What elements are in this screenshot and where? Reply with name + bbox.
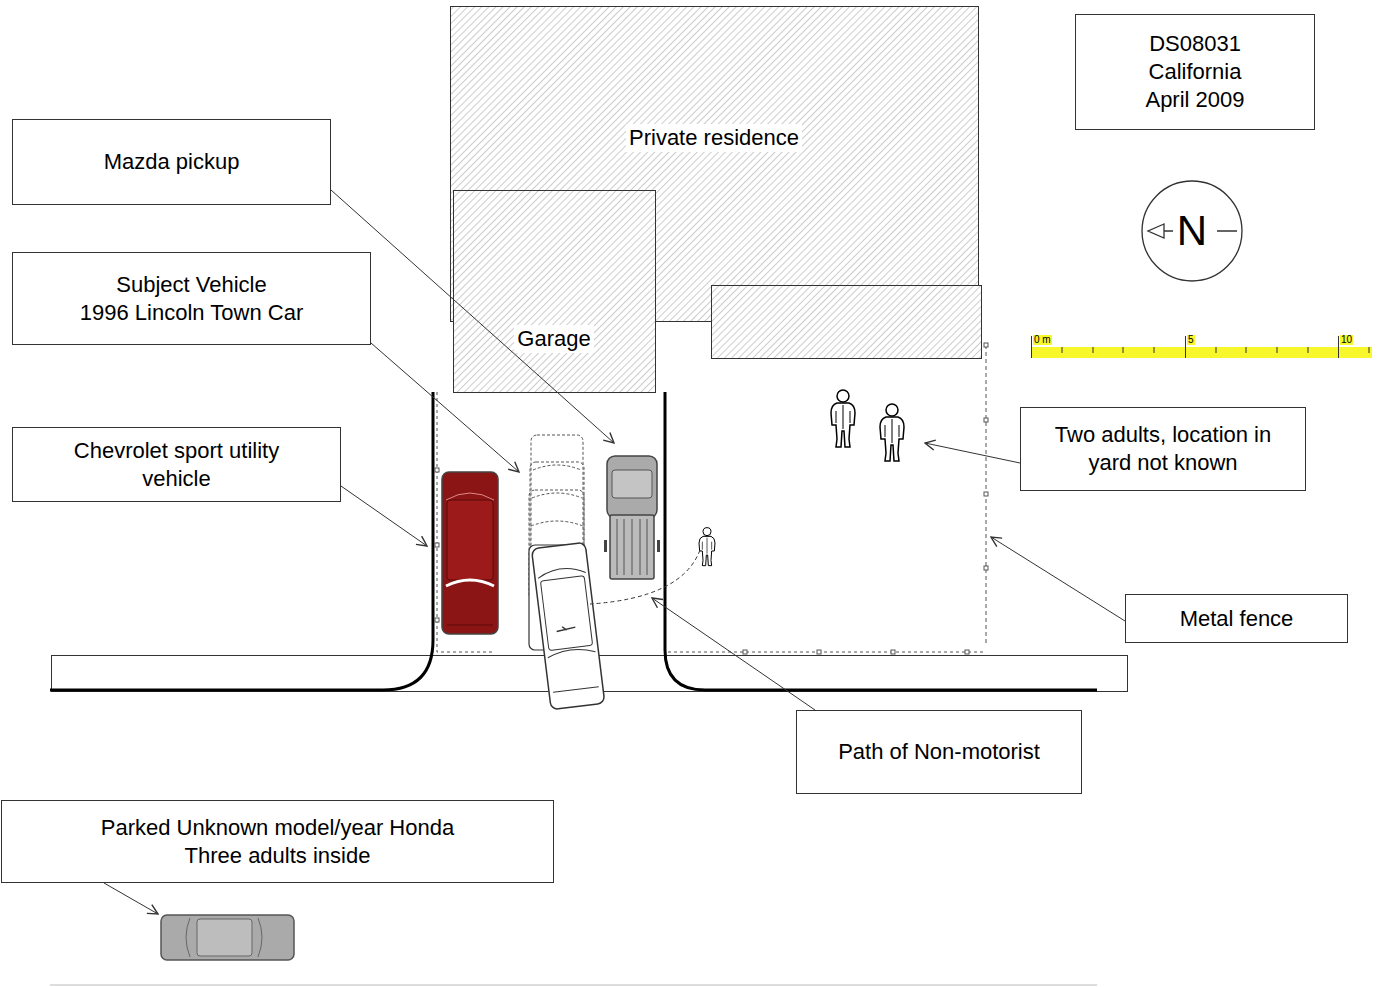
compass-circle: N bbox=[1141, 180, 1243, 282]
node-text: April 2009 bbox=[1145, 86, 1244, 114]
node-text: Path of Non-motorist bbox=[838, 738, 1040, 766]
node-text: Mazda pickup bbox=[104, 148, 240, 176]
node-text: Subject Vehicle bbox=[116, 271, 266, 299]
callout-box: Metal fence bbox=[1125, 594, 1348, 643]
callout-box: Path of Non-motorist bbox=[796, 710, 1082, 794]
road-edge bbox=[50, 985, 1097, 986]
callout-box: Chevrolet sport utility vehicle bbox=[12, 427, 341, 502]
property-line bbox=[437, 345, 986, 652]
node-text: Two adults, location in yard not known bbox=[1032, 421, 1294, 477]
callout-box: Subject Vehicle1996 Lincoln Town Car bbox=[12, 252, 371, 345]
pedestrian-path bbox=[590, 550, 700, 604]
node-text: Private residence bbox=[626, 124, 802, 152]
pedestrian-figure bbox=[699, 528, 715, 566]
node-text: Three adults inside bbox=[185, 842, 371, 870]
residence-annex bbox=[712, 286, 982, 359]
compass-letter: N bbox=[1177, 210, 1207, 252]
callout-box: Two adults, location in yard not known bbox=[1020, 407, 1306, 491]
fence-post bbox=[435, 343, 988, 654]
garage-outline bbox=[454, 191, 656, 393]
node-text: 1996 Lincoln Town Car bbox=[80, 299, 303, 327]
scale-label: 0 m bbox=[1033, 335, 1052, 345]
building-label: Garage bbox=[453, 190, 655, 392]
pickup-vehicle bbox=[604, 456, 660, 579]
parked-car bbox=[161, 915, 294, 960]
scale-label: 5 bbox=[1187, 335, 1195, 345]
case-info-box: DS08031CaliforniaApril 2009 bbox=[1075, 14, 1315, 130]
scale-bar bbox=[1031, 336, 1372, 358]
compass-ring bbox=[1142, 181, 1242, 281]
node-text: California bbox=[1149, 58, 1242, 86]
node-text: Metal fence bbox=[1180, 605, 1294, 633]
callout-box: Parked Unknown model/year HondaThree adu… bbox=[1, 800, 554, 883]
node-text: Parked Unknown model/year Honda bbox=[101, 814, 454, 842]
callout-box: Mazda pickup bbox=[12, 119, 331, 205]
node-text: Chevrolet sport utility vehicle bbox=[42, 437, 312, 493]
node-text: Garage bbox=[514, 325, 593, 353]
subject-vehicle bbox=[531, 542, 604, 709]
node-text: DS08031 bbox=[1149, 30, 1241, 58]
suv-vehicle bbox=[442, 472, 498, 634]
adult-figure bbox=[831, 390, 855, 447]
building-label: Private residence bbox=[450, 6, 978, 321]
scale-label: 10 bbox=[1340, 335, 1353, 345]
adult-figure bbox=[880, 404, 904, 461]
